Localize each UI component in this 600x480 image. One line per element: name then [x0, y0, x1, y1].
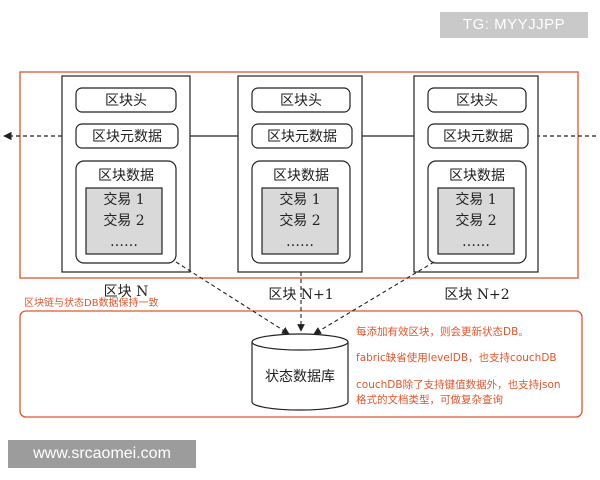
note-update-state-db: 每添加有效区块，则会更新状态DB。 — [356, 325, 529, 338]
block-metadata-label: 区块元数据 — [443, 129, 513, 145]
block-data-title: 区块数据 — [273, 168, 329, 184]
block-metadata-label: 区块元数据 — [267, 129, 337, 145]
block-header-box — [427, 87, 527, 113]
block-metadata-box — [251, 123, 353, 149]
transaction-ellipsis: …… — [462, 234, 490, 250]
note-couchdb-json: couchDB除了支持键值数据外，也支持json — [356, 378, 561, 391]
block-header-label: 区块头 — [456, 93, 498, 109]
transaction-1: 交易 1 — [455, 191, 496, 208]
note-complex-query: 格式的文档类型，可做复杂查询 — [356, 393, 503, 406]
block-metadata-label: 区块元数据 — [92, 129, 162, 145]
block-metadata-box — [427, 123, 529, 149]
block-data-title: 区块数据 — [449, 168, 505, 184]
watermark-site-url: www.srcaomei.com — [8, 440, 196, 468]
block-n-plus-1: 区块头 区块元数据 区块数据 交易 1 交易 2 …… — [237, 75, 363, 273]
block-n-label: 区块 N — [104, 284, 149, 300]
transaction-ellipsis: …… — [286, 234, 314, 250]
block-metadata-box — [75, 123, 179, 149]
transaction-1: 交易 1 — [103, 191, 144, 208]
transactions-box — [437, 187, 515, 255]
sync-caption: 区块链与状态DB数据保持一致 — [24, 296, 159, 309]
block-n-plus-2: 区块头 区块元数据 区块数据 交易 1 交易 2 …… — [413, 75, 539, 273]
transactions-box — [85, 187, 163, 255]
transaction-2: 交易 2 — [103, 212, 144, 229]
transaction-1: 交易 1 — [279, 191, 320, 208]
blockchain-frame — [19, 71, 579, 279]
update-arrow-from-block-n-plus-2 — [313, 261, 435, 335]
transactions-box — [261, 187, 339, 255]
state-db-cylinder — [251, 333, 349, 411]
block-header-box — [75, 87, 177, 113]
block-n-plus-2-label: 区块 N+2 — [444, 287, 509, 303]
update-arrow-from-block-n — [175, 261, 290, 335]
block-header-label: 区块头 — [105, 93, 147, 109]
transaction-2: 交易 2 — [279, 212, 320, 229]
transaction-2: 交易 2 — [455, 212, 496, 229]
note-leveldb-default: fabric缺省使用levelDB，也支持couchDB — [356, 351, 557, 364]
block-n: 区块头 区块元数据 区块数据 交易 1 交易 2 …… — [61, 75, 191, 273]
block-header-box — [251, 87, 351, 113]
watermark-telegram: TG: MYYJJPP — [440, 12, 588, 38]
block-header-label: 区块头 — [280, 93, 322, 109]
transaction-ellipsis: …… — [110, 234, 138, 250]
block-data-title: 区块数据 — [98, 168, 154, 184]
state-db-label: 状态数据库 — [265, 369, 335, 385]
